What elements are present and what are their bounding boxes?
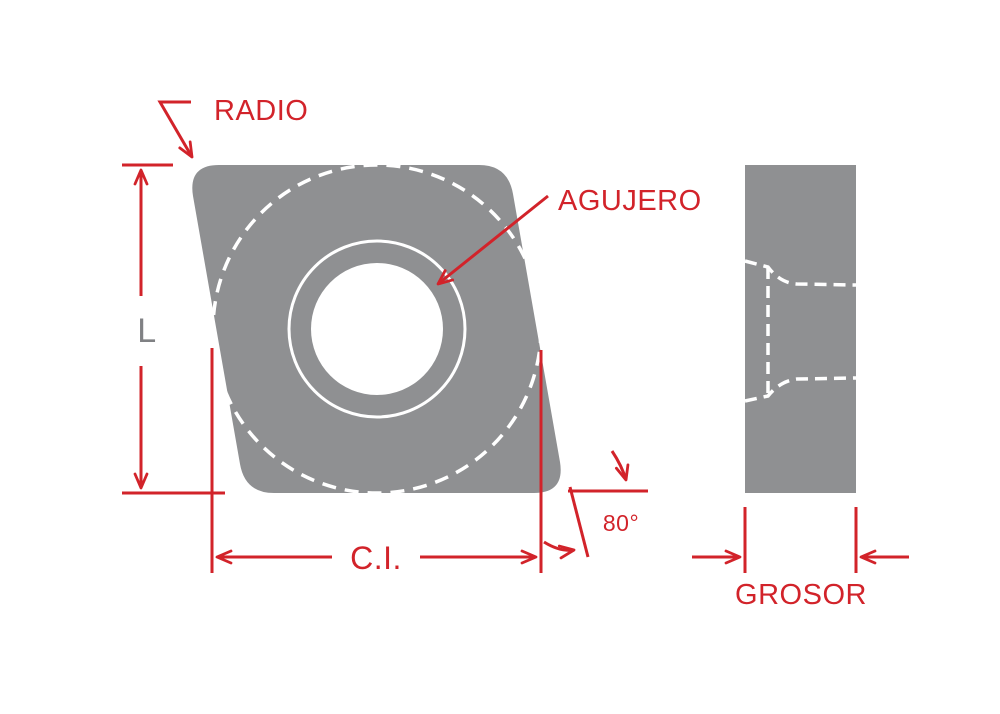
thickness-label: GROSOR xyxy=(735,579,867,611)
thickness-dimension: GROSOR xyxy=(692,507,909,611)
angle-edge-extension xyxy=(568,486,590,558)
length-dimension: L xyxy=(122,163,225,495)
hole-countersink-ring xyxy=(287,239,467,419)
hole-leader-arrow xyxy=(436,194,549,286)
insert-side-face xyxy=(745,165,856,493)
inscribed-circle-dimension: C.I. xyxy=(210,348,543,576)
angle-arrow-right xyxy=(543,540,576,560)
inscribed-circle-dashed xyxy=(211,163,543,495)
radius-leader-arrow xyxy=(157,100,194,159)
length-label: L xyxy=(137,312,156,350)
angle-arrow-down xyxy=(610,450,630,482)
angle-label: 80° xyxy=(603,510,639,536)
radius-callout: RADIO xyxy=(157,95,308,159)
side-view xyxy=(744,165,857,493)
side-hole-profile-bottom xyxy=(744,376,857,403)
radius-label: RADIO xyxy=(214,95,308,127)
hole-callout: AGUJERO xyxy=(436,185,702,286)
ci-label: C.I. xyxy=(350,540,402,576)
front-view xyxy=(192,163,561,495)
hole-label: AGUJERO xyxy=(558,185,702,217)
angle-annotation: 80° xyxy=(543,450,648,560)
center-hole xyxy=(311,263,443,395)
